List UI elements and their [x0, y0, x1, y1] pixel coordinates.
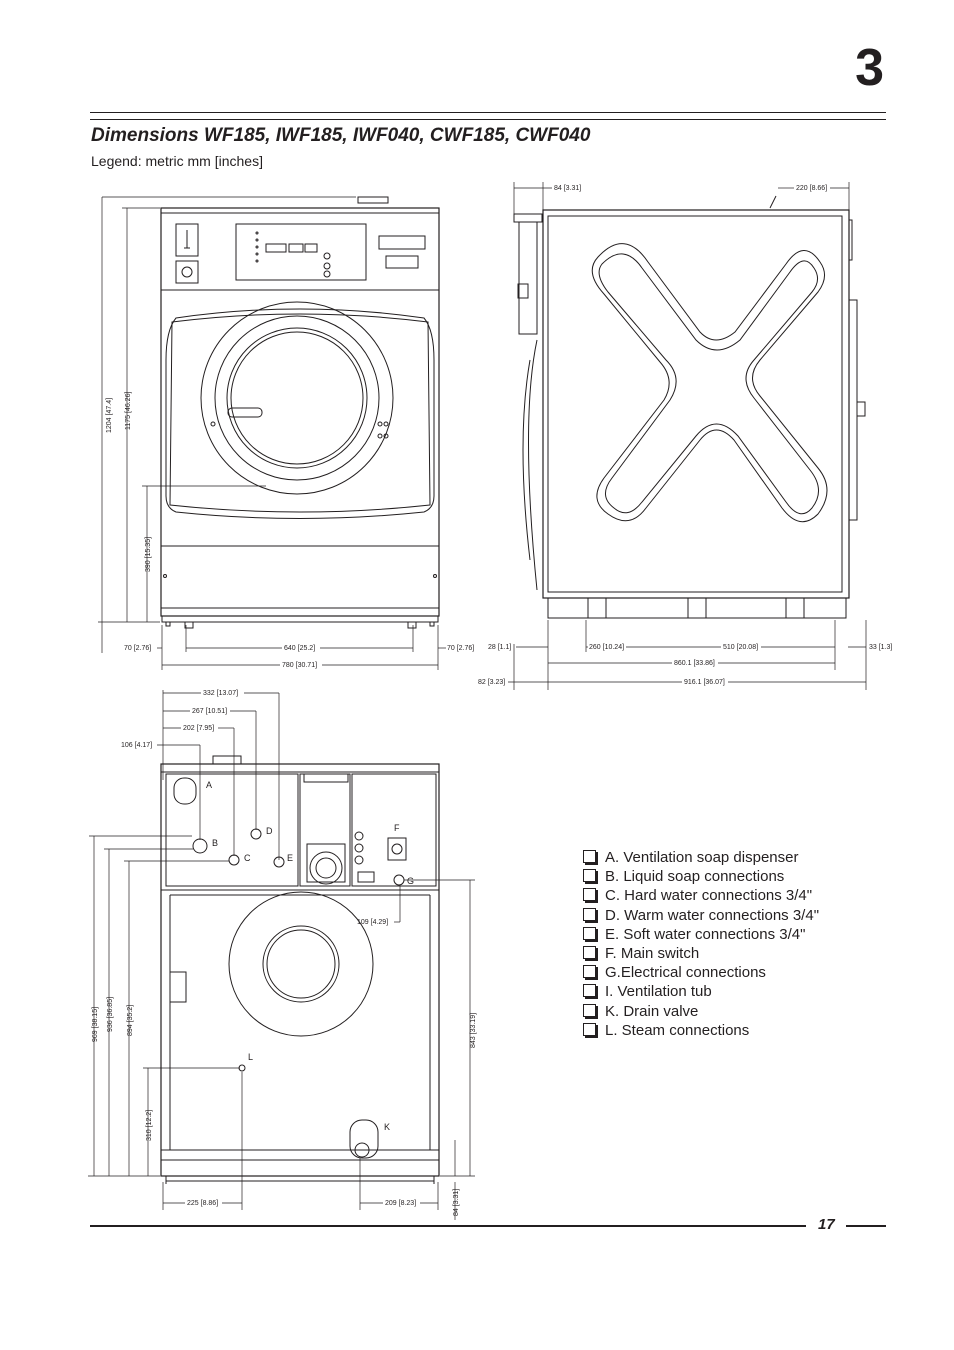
dim-door-center: 390 [15.35] [145, 537, 152, 572]
key-item: I. Ventilation tub [583, 982, 819, 1001]
key-item: K. Drain valve [583, 1002, 819, 1021]
footer-rule [90, 1225, 806, 1227]
callout-g: G [407, 876, 414, 886]
dim-h-310: 310 [12.2] [146, 1110, 153, 1141]
rear-view-dimensions: 332 [13.07] 267 [10.51] 202 [7.95] 106 [… [92, 690, 477, 1216]
checkbox-icon [583, 1022, 596, 1036]
dim-height-body: 1175 [46.26] [125, 392, 132, 430]
checkbox-icon [583, 1003, 596, 1017]
key-item: G.Electrical connections [583, 963, 819, 982]
dim-feet-span: 640 [25.2] [284, 645, 315, 652]
dim-front-offset: 82 [3.23] [478, 679, 505, 686]
front-view-dimension-lines [98, 196, 446, 670]
dim-x-g: 109 [4.29] [357, 919, 388, 926]
chapter-number: 3 [855, 39, 884, 97]
dim-height-total: 1204 [47.4] [106, 398, 113, 433]
dim-width: 780 [30.71] [282, 662, 317, 669]
dim-x-d: 267 [10.51] [192, 708, 227, 715]
rear-view-drawing [160, 755, 440, 1184]
dim-h-894: 894 [35.2] [127, 1005, 134, 1036]
front-view-drawing [160, 196, 440, 629]
dim-top-left: 84 [3.31] [554, 185, 581, 192]
checkbox-icon [583, 926, 596, 940]
dim-h-84: 84 [3.31] [453, 1189, 460, 1216]
checkbox-icon [583, 850, 596, 863]
callout-e: E [287, 853, 293, 863]
key-item-label: F. Main switch [605, 944, 700, 962]
page-title: Dimensions WF185, IWF185, IWF040, CWF185… [91, 125, 591, 146]
dim-foot-left: 70 [2.76] [124, 645, 151, 652]
header-rule-2 [90, 119, 886, 120]
side-view-dimensions: 84 [3.31] 220 [8.66] 28 [1.1] 260 [10.24… [478, 185, 892, 686]
dim-h-843: 843 [33.19] [470, 1013, 477, 1048]
key-item: D. Warm water connections 3/4" [583, 906, 819, 925]
rear-view-dimension-lines [88, 690, 475, 1220]
callout-a: A [206, 780, 212, 790]
footer-rule-right [846, 1225, 886, 1227]
dim-foot-b: 510 [20.08] [723, 644, 758, 651]
key-item-label: G.Electrical connections [605, 964, 766, 982]
checkbox-icon [583, 945, 596, 959]
key-item: L. Steam connections [583, 1021, 819, 1040]
dim-foot-a: 260 [10.24] [589, 644, 624, 651]
key-item-label: B. Liquid soap connections [605, 868, 785, 886]
dim-foot-right: 70 [2.76] [447, 645, 474, 652]
dim-depth-body: 860.1 [33.86] [674, 660, 715, 667]
dim-x-c: 202 [7.95] [183, 725, 214, 732]
side-view-dimension-lines [508, 182, 867, 690]
key-item: E. Soft water connections 3/4" [583, 925, 819, 944]
units-legend: Legend: metric mm [inches] [91, 153, 263, 169]
dim-rear-overhang: 33 [1.3] [869, 644, 892, 651]
key-item: B. Liquid soap connections [583, 867, 819, 886]
dim-top-right: 220 [8.66] [796, 185, 827, 192]
page-number: 17 [818, 1216, 835, 1233]
key-item-label: I. Ventilation tub [605, 983, 712, 1001]
callout-c: C [244, 853, 251, 863]
dim-x-l: 225 [8.86] [187, 1200, 218, 1207]
key-item: C. Hard water connections 3/4" [583, 886, 819, 905]
key-item: A. Ventilation soap dispenser [583, 848, 819, 867]
key-item: F. Main switch [583, 944, 819, 963]
key-item-label: C. Hard water connections 3/4" [605, 887, 813, 905]
key-item-label: L. Steam connections [605, 1021, 750, 1039]
checkbox-icon [583, 984, 596, 998]
callout-k: K [384, 1122, 390, 1132]
header-rule [90, 112, 886, 113]
checkbox-icon [583, 907, 596, 921]
dim-h-936: 936 [36.85] [107, 997, 114, 1032]
callout-d: D [266, 826, 273, 836]
key-item-label: K. Drain valve [605, 1002, 699, 1020]
callout-f: F [394, 823, 400, 833]
checkbox-icon [583, 888, 596, 902]
dim-depth-total: 916.1 [36.07] [684, 679, 725, 686]
dim-x-k: 209 [8.23] [385, 1200, 416, 1207]
side-view-drawing [513, 195, 866, 619]
key-item-label: A. Ventilation soap dispenser [605, 849, 799, 866]
callout-b: B [212, 838, 218, 848]
connection-key-list: A. Ventilation soap dispenser B. Liquid … [583, 848, 819, 1040]
dim-x-b: 106 [4.17] [121, 742, 152, 749]
dim-x-e: 332 [13.07] [203, 690, 238, 697]
checkbox-icon [583, 965, 596, 979]
front-view-dimensions: 1204 [47.4] 1175 [46.26] 390 [15.35] 70 … [106, 392, 474, 669]
dim-front-overhang: 28 [1.1] [488, 644, 511, 651]
callout-l: L [248, 1052, 253, 1062]
dim-h-969: 969 [38.15] [92, 1007, 99, 1042]
key-item-label: D. Warm water connections 3/4" [605, 906, 820, 924]
checkbox-icon [583, 869, 596, 883]
key-item-label: E. Soft water connections 3/4" [605, 925, 806, 943]
